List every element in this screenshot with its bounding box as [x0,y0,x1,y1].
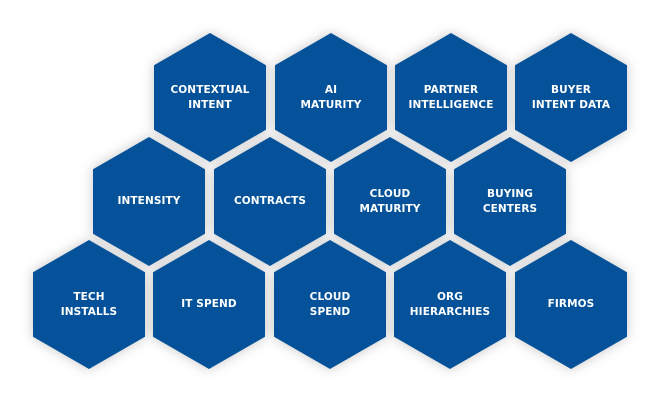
hex-label: INTENSITY [117,195,181,207]
hex-label: PARTNER INTELLIGENCE [408,83,494,111]
hex-label: BUYING CENTERS [482,187,538,215]
hex-it-spend[interactable]: IT SPEND [153,240,265,369]
hex-cloud-maturity[interactable]: CLOUD MATURITY [334,137,446,266]
hex-label: FIRMOS [547,298,595,310]
hex-label: CLOUD SPEND [309,290,351,318]
hex-buying-centers[interactable]: BUYING CENTERS [454,137,566,266]
hex-contextual-intent[interactable]: CONTEXTUAL INTENT [154,33,266,162]
hex-label: IT SPEND [181,298,237,310]
hex-label: CONTEXTUAL INTENT [170,83,250,111]
hex-buyer-intent-data[interactable]: BUYER INTENT DATA [515,33,627,162]
hex-ai-maturity[interactable]: AI MATURITY [275,33,387,162]
hex-label: CLOUD MATURITY [359,187,421,215]
hex-label: CONTRACTS [233,195,307,207]
hex-firmos[interactable]: FIRMOS [515,240,627,369]
hex-label: AI MATURITY [300,83,362,111]
hex-label: BUYER INTENT DATA [531,83,611,111]
hex-partner-intelligence[interactable]: PARTNER INTELLIGENCE [395,33,507,162]
hex-org-hierarchies[interactable]: ORG HIERARCHIES [394,240,506,369]
hex-cloud-spend[interactable]: CLOUD SPEND [274,240,386,369]
hex-label: ORG HIERARCHIES [409,290,491,318]
hex-tech-installs[interactable]: TECH INSTALLS [33,240,145,369]
hex-contracts[interactable]: CONTRACTS [214,137,326,266]
hex-label: TECH INSTALLS [60,290,118,318]
hex-intensity[interactable]: INTENSITY [93,137,205,266]
